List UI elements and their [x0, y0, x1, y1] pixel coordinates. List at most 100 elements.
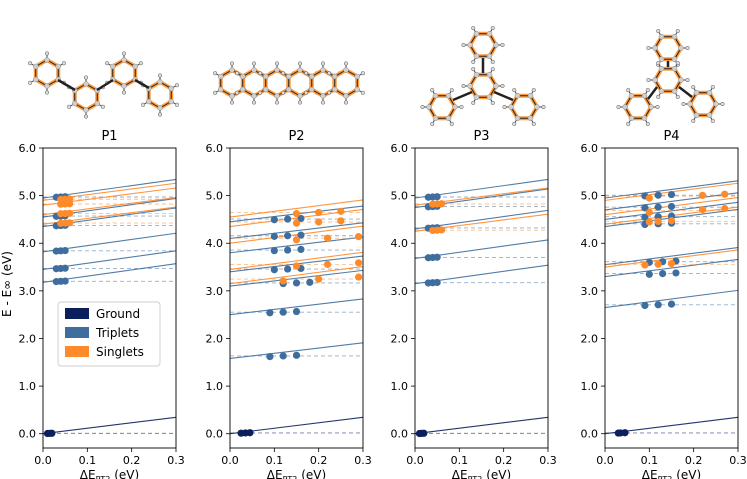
y-tick-label: 0.0 — [19, 428, 37, 441]
carbon-atom — [229, 67, 235, 73]
p1-ring-1 — [28, 51, 66, 95]
hydrogen-atom — [531, 88, 536, 93]
x-tick-label: 0.2 — [495, 454, 513, 467]
data-point — [641, 213, 649, 221]
fit-line — [230, 199, 363, 218]
y-tick-label: 5.0 — [206, 190, 224, 203]
carbon-atom — [445, 92, 452, 99]
y-tick-label: 4.0 — [206, 237, 224, 250]
y-tick-label: 4.0 — [391, 237, 409, 250]
data-point — [641, 261, 649, 269]
panel-title: P1 — [101, 129, 117, 144]
hydrogen-atom — [258, 90, 263, 95]
hydrogen-atom — [471, 100, 476, 105]
carbon-atom — [320, 67, 326, 73]
p3-ring-3 — [420, 88, 464, 126]
axes-frame — [42, 147, 177, 449]
carbon-atom — [239, 86, 246, 93]
y-tick-label: 2.0 — [206, 332, 224, 345]
x-tick-label: 0.3 — [354, 454, 372, 467]
fit-line — [230, 251, 363, 270]
data-point — [266, 309, 274, 317]
y-tick-label: 5.0 — [391, 190, 409, 203]
carbon-atom — [693, 89, 700, 96]
carbon-atom — [628, 115, 635, 122]
y-tick-label: 1.0 — [19, 380, 37, 393]
hydrogen-atom — [251, 61, 257, 66]
x-tick-label: 0.3 — [539, 454, 557, 467]
hydrogen-atom — [461, 83, 466, 89]
hydrogen-atom — [420, 104, 425, 110]
data-point — [279, 308, 287, 316]
y-tick-label: 3.0 — [206, 285, 224, 298]
carbon-atom — [331, 73, 338, 80]
carbon-atom — [648, 104, 654, 110]
y-tick-label: 3.0 — [581, 285, 599, 298]
hydrogen-atom — [343, 61, 349, 66]
x-tick-label: 0.0 — [34, 454, 52, 467]
data-point — [654, 217, 662, 226]
p1-ring-2 — [67, 75, 105, 119]
hydrogen-atom — [157, 112, 163, 117]
data-point — [654, 260, 662, 268]
x-tick-label: 0.2 — [123, 454, 141, 467]
y-tick-label: 6.0 — [581, 142, 599, 155]
carbon-atom — [262, 73, 269, 80]
hydrogen-atom — [616, 104, 621, 110]
data-point — [645, 208, 653, 216]
data-point — [66, 209, 74, 217]
carbon-atom — [658, 33, 665, 40]
carbon-atom — [32, 76, 39, 83]
carbon-atom — [671, 33, 678, 40]
data-point — [667, 190, 676, 199]
hydrogen-atom — [691, 118, 696, 123]
y-tick-label: 4.0 — [581, 237, 599, 250]
carbon-atom — [343, 67, 349, 73]
carbon-atom — [641, 92, 648, 99]
hydrogen-atom — [274, 100, 280, 105]
x-tick-label: 0.1 — [451, 454, 469, 467]
fit-line — [415, 416, 548, 435]
carbon-atom — [706, 89, 713, 96]
carbon-atom — [217, 73, 224, 80]
p1-ring-4 — [141, 73, 179, 117]
panel-p2: 0.01.02.03.04.05.06.00.00.10.20.3P2ΔEPT2… — [206, 129, 372, 479]
data-point — [266, 352, 274, 361]
plot-area — [415, 178, 548, 438]
hydrogen-atom — [656, 29, 661, 34]
plot-area — [230, 199, 363, 437]
data-point — [66, 219, 74, 227]
data-point — [654, 191, 662, 199]
hydrogen-atom — [320, 100, 326, 105]
data-point — [667, 300, 676, 308]
p4-ring-2 — [646, 61, 690, 99]
hydrogen-atom — [500, 83, 505, 89]
carbon-atom — [534, 104, 540, 110]
carbon-atom — [527, 92, 534, 99]
data-point — [433, 278, 441, 287]
hydrogen-atom — [138, 61, 143, 66]
carbon-atom — [486, 53, 493, 60]
data-point — [284, 246, 292, 254]
hydrogen-atom — [213, 71, 218, 76]
data-point — [246, 429, 254, 437]
x-axis-label: ΔEPT2 (eV) — [267, 468, 326, 479]
hydrogen-atom — [67, 104, 72, 109]
hydrogen-atom — [320, 61, 326, 66]
carbon-atom — [168, 85, 175, 92]
y-tick-label: 2.0 — [19, 332, 37, 345]
hydrogen-atom — [710, 85, 715, 90]
carbon-atom — [157, 105, 163, 111]
carbon-atom — [706, 112, 713, 119]
x-tick-label: 0.0 — [596, 454, 614, 467]
panel-title: P3 — [473, 129, 489, 144]
carbon-atom — [285, 73, 292, 80]
fit-line — [230, 266, 363, 285]
y-tick-label: 3.0 — [19, 285, 37, 298]
carbon-atom — [432, 115, 439, 122]
data-point — [61, 264, 69, 272]
carbon-atom — [514, 92, 521, 99]
carbon-atom — [262, 86, 269, 93]
hydrogen-atom — [297, 61, 303, 66]
